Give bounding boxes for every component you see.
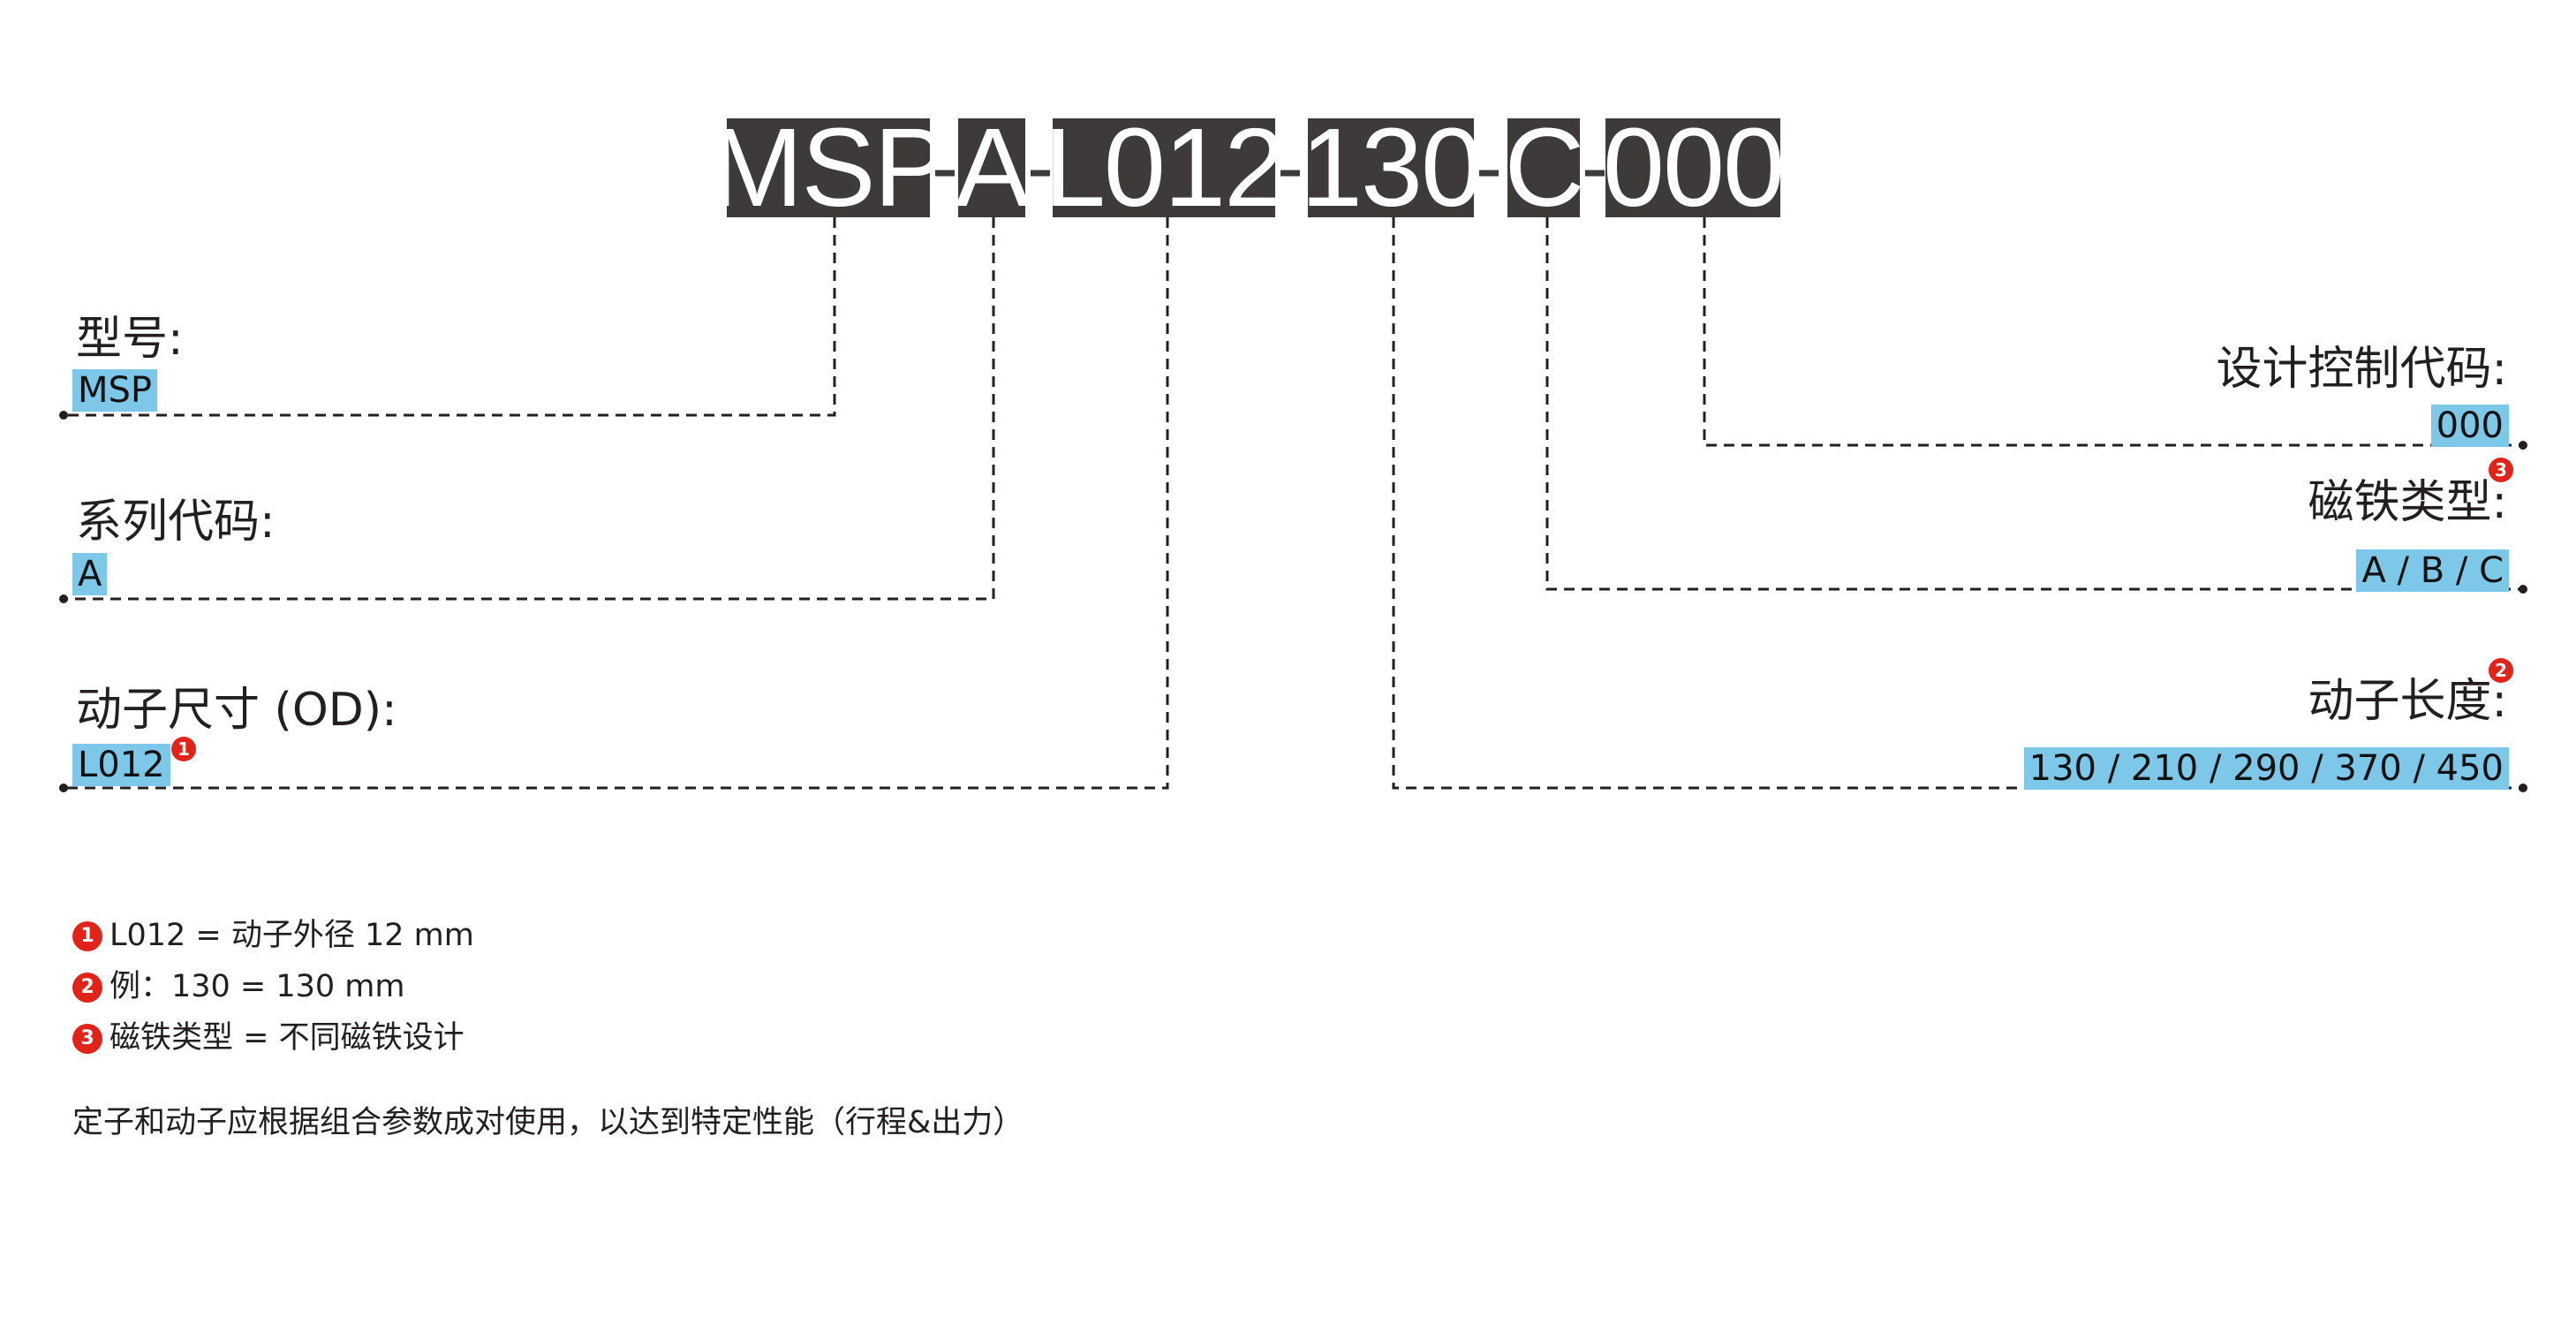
label-series-code: 系列代码: bbox=[76, 496, 276, 549]
code-segment-mover-size: L012 bbox=[1043, 105, 1286, 230]
connector-series bbox=[64, 217, 995, 601]
code-separator: - bbox=[932, 124, 958, 212]
footnote-text: 磁铁类型 = 不同磁铁设计 bbox=[110, 1020, 465, 1056]
line-end-dot bbox=[2519, 585, 2527, 594]
footnote-text: L012 = 动子外径 12 mm bbox=[110, 918, 474, 953]
footnote-badge-1: 1 bbox=[171, 737, 196, 761]
label-model: 型号: bbox=[76, 313, 184, 366]
value-mover-size: L012 bbox=[72, 744, 170, 786]
connector-mover-length bbox=[1392, 217, 2523, 790]
line-end-dot bbox=[59, 594, 68, 603]
label-design-code: 设计控制代码: bbox=[2216, 343, 2507, 396]
code-separator: - bbox=[1027, 124, 1054, 212]
footnote-badge-2: 2 bbox=[2489, 658, 2513, 683]
pairing-remark: 定子和动子应根据组合参数成对使用，以达到特定性能（行程&出力） bbox=[72, 1105, 1024, 1140]
connector-magnet-type bbox=[1545, 217, 2523, 591]
footnote-badge-3: 3 bbox=[2489, 458, 2513, 482]
value-series-code: A bbox=[72, 553, 108, 595]
line-end-dot bbox=[2519, 441, 2527, 450]
line-end-dot bbox=[59, 784, 68, 792]
connector-model bbox=[64, 217, 836, 417]
value-mover-length: 130 / 210 / 290 / 370 / 450 bbox=[2023, 747, 2509, 790]
code-segment-model: MSP bbox=[710, 105, 948, 230]
footnote-text: 例：130 = 130 mm bbox=[110, 969, 405, 1004]
code-separator: - bbox=[1277, 124, 1303, 212]
code-segment-magnet-type: C bbox=[1504, 105, 1585, 230]
value-design-code: 000 bbox=[2430, 405, 2509, 447]
code-segment-design-code: 000 bbox=[1602, 105, 1785, 230]
value-model: MSP bbox=[72, 369, 158, 412]
footnote-3: 3 磁铁类型 = 不同磁铁设计 bbox=[72, 1023, 465, 1054]
label-mover-length: 动子长度: bbox=[2308, 675, 2507, 728]
line-end-dot bbox=[2519, 784, 2527, 792]
connector-mover-size bbox=[64, 217, 1169, 790]
code-separator: - bbox=[1582, 124, 1608, 212]
code-segment-mover-length: 130 bbox=[1300, 105, 1483, 230]
footnote-1: 1 L012 = 动子外径 12 mm bbox=[72, 920, 474, 951]
footnote-2: 2 例：130 = 130 mm bbox=[72, 972, 405, 1003]
value-magnet-type: A / B / C bbox=[2356, 549, 2509, 592]
label-mover-size: 动子尺寸 (OD): bbox=[76, 684, 397, 737]
code-segment-series: A bbox=[955, 105, 1030, 230]
footnote-badge: 3 bbox=[72, 1023, 102, 1054]
code-separator: - bbox=[1476, 124, 1502, 212]
footnote-badge: 2 bbox=[72, 972, 102, 1003]
label-magnet-type: 磁铁类型: bbox=[2308, 476, 2507, 529]
connector-design-code bbox=[1703, 217, 2523, 447]
footnote-badge: 1 bbox=[72, 920, 102, 951]
line-end-dot bbox=[59, 411, 68, 420]
